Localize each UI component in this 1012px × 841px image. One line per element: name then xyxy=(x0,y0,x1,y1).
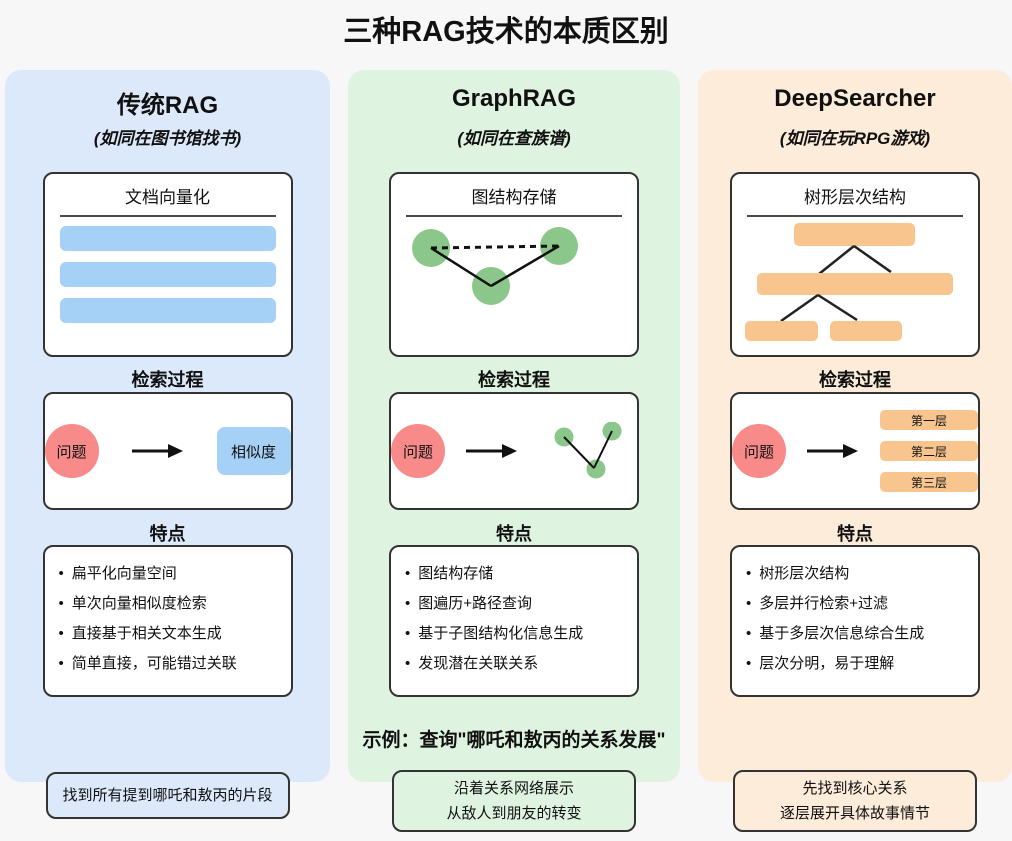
features-box: 图结构存储 图遍历+路径查询 基于子图结构化信息生成 发现潜在关联关系 xyxy=(389,545,639,697)
feature-item: 层次分明，易于理解 xyxy=(746,656,964,671)
page-title: 三种RAG技术的本质区别 xyxy=(343,16,669,48)
features-section-label: 特点 xyxy=(496,524,532,544)
feature-item: 基于子图结构化信息生成 xyxy=(405,626,623,641)
feature-item: 直接基于相关文本生成 xyxy=(59,626,277,641)
column-title: GraphRAG xyxy=(451,85,576,112)
layer-bar: 第三层 xyxy=(880,472,978,492)
document-vector-bars xyxy=(45,217,291,323)
storage-diagram-box: 树形层次结构 xyxy=(730,172,980,357)
panel-deepsearcher: DeepSearcher (如同在玩RPG游戏) 树形层次结构 检索过程 问题 xyxy=(698,70,1012,832)
result-line: 逐层展开具体故事情节 xyxy=(779,805,930,822)
feature-item: 树形层次结构 xyxy=(746,566,964,581)
feature-item: 图结构存储 xyxy=(405,566,623,581)
vector-bar xyxy=(59,262,276,287)
result-line: 沿着关系网络展示 xyxy=(453,779,574,797)
divider xyxy=(406,215,622,217)
column-title: DeepSearcher xyxy=(774,85,936,112)
question-node: 问题 xyxy=(732,424,786,478)
tree-node xyxy=(745,321,818,341)
question-node: 问题 xyxy=(44,424,99,478)
solid-edge xyxy=(430,246,492,288)
process-section-label: 检索过程 xyxy=(819,370,891,390)
graph-storage-diagram xyxy=(412,227,578,305)
layer-bar: 第二层 xyxy=(880,441,978,461)
tree-node xyxy=(830,321,902,341)
tree-storage-diagram xyxy=(745,223,953,341)
feature-item: 图遍历+路径查询 xyxy=(405,596,623,611)
divider xyxy=(747,215,963,217)
process-diagram-box: 问题 第一层 第二层 第三层 xyxy=(730,392,980,510)
mini-graph-diagram xyxy=(554,422,622,479)
column-subtitle: (如同在查族谱) xyxy=(457,129,571,148)
result-box: 先找到核心关系 逐层展开具体故事情节 xyxy=(733,770,977,832)
process-section-label: 检索过程 xyxy=(131,370,204,390)
panel-graphrag: GraphRAG (如同在查族谱) 图结构存储 检索过程 问题 xyxy=(348,70,680,832)
feature-item: 扁平化向量空间 xyxy=(59,566,277,581)
tree-edge xyxy=(853,244,892,274)
result-line: 找到所有提到哪吒和敖丙的片段 xyxy=(62,786,273,804)
features-section-label: 特点 xyxy=(837,524,873,544)
solid-edge xyxy=(490,244,560,288)
column-subtitle: (如同在图书馆找书) xyxy=(93,129,242,148)
feature-item: 多层并行检索+过滤 xyxy=(746,596,964,611)
process-section-label: 检索过程 xyxy=(478,370,550,390)
layer-bars: 第一层 第二层 第三层 xyxy=(880,410,978,492)
result-box: 找到所有提到哪吒和敖丙的片段 xyxy=(45,772,290,819)
layer-bar: 第一层 xyxy=(880,410,978,430)
feature-item: 单次向量相似度检索 xyxy=(59,596,277,611)
tree-node xyxy=(794,223,915,246)
storage-title: 树形层次结构 xyxy=(804,188,906,207)
features-box: 树形层次结构 多层并行检索+过滤 基于多层次信息综合生成 层次分明，易于理解 xyxy=(730,545,980,697)
process-diagram-box: 问题 xyxy=(389,392,639,510)
tree-edge xyxy=(818,245,855,275)
dotted-edge xyxy=(430,244,560,250)
column-subtitle: (如同在玩RPG游戏) xyxy=(779,129,931,148)
storage-diagram-box: 文档向量化 xyxy=(42,172,293,357)
tree-node xyxy=(757,273,953,295)
panel-traditional-rag: 传统RAG (如同在图书馆找书) 文档向量化 检索过程 问题 相似度 特点 扁平… xyxy=(5,70,330,819)
vector-bar xyxy=(59,226,276,251)
question-node: 问题 xyxy=(391,424,445,478)
features-box: 扁平化向量空间 单次向量相似度检索 直接基于相关文本生成 简单直接，可能错过关联 xyxy=(42,545,293,697)
features-section-label: 特点 xyxy=(149,524,186,544)
arrow-right-icon xyxy=(466,444,517,458)
result-line: 从敌人到朋友的转变 xyxy=(446,805,582,822)
feature-item: 发现潜在关联关系 xyxy=(405,656,623,671)
solid-edge xyxy=(563,436,595,469)
example-query-label: 示例：查询"哪吒和敖丙的关系发展" xyxy=(362,730,666,751)
divider xyxy=(59,215,276,217)
solid-edge xyxy=(593,430,613,469)
storage-diagram-box: 图结构存储 xyxy=(389,172,639,357)
process-diagram-box: 问题 相似度 xyxy=(42,392,293,510)
feature-item: 基于多层次信息综合生成 xyxy=(746,626,964,641)
storage-title: 图结构存储 xyxy=(471,188,557,207)
tree-edge xyxy=(780,293,819,323)
result-line: 先找到核心关系 xyxy=(802,779,908,797)
result-box: 沿着关系网络展示 从敌人到朋友的转变 xyxy=(392,770,636,832)
similarity-node: 相似度 xyxy=(216,427,291,475)
tree-edge xyxy=(817,293,858,322)
vector-bar xyxy=(59,298,276,323)
column-title: 传统RAG xyxy=(116,92,219,119)
feature-item: 简单直接，可能错过关联 xyxy=(59,656,277,671)
storage-title: 文档向量化 xyxy=(125,188,210,207)
arrow-right-icon xyxy=(131,444,183,458)
arrow-right-icon xyxy=(807,444,858,458)
